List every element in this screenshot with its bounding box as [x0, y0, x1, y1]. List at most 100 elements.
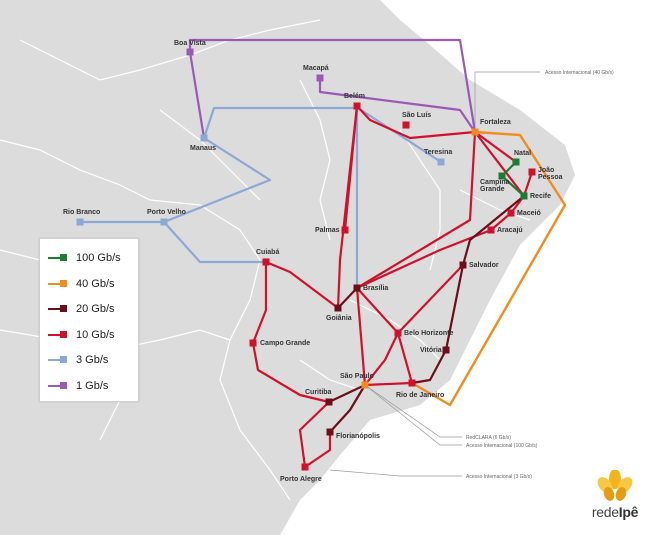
label-fortaleza: Fortaleza — [480, 119, 511, 126]
legend-box — [60, 381, 67, 389]
legend-label: 3 Gb/s — [76, 354, 109, 366]
redeipe-logo: redeIpê — [580, 469, 650, 525]
link-vitoria-riodejaneiro — [411, 349, 447, 385]
link-portovelho-cuiaba — [163, 221, 266, 264]
redclara-leader — [364, 384, 462, 438]
node-belohorizonte — [394, 329, 402, 337]
node-portoalegre — [301, 463, 309, 471]
link-belohorizonte-riodejaneiro — [396, 332, 414, 384]
map-land — [0, 0, 575, 535]
link-cuiaba-campogrande — [251, 262, 268, 344]
redclara-note: RedCLARA (6 Gb/s) — [466, 435, 511, 441]
intl-saopaulo-note: Acesso Internacional (100 Gb/s) — [466, 443, 538, 449]
link-belohorizonte-saopaulo — [364, 332, 399, 386]
label-natal: Natal — [514, 150, 531, 157]
intl-saopaulo-leader — [364, 384, 462, 446]
link-saopaulo-riodejaneiro — [364, 381, 413, 387]
legend-box — [60, 305, 67, 312]
link-saopaulo-curitiba — [328, 384, 366, 403]
link-macapa-fortaleza — [318, 78, 476, 133]
node-cuiaba — [262, 258, 270, 266]
network-nodes — [76, 48, 536, 471]
link-fortaleza-recife — [474, 131, 525, 197]
legend-label: 20 Gb/s — [76, 303, 115, 315]
legend-swatch-10 — [48, 329, 68, 341]
node-joaopessoa — [528, 168, 536, 176]
node-vitoria — [442, 346, 450, 354]
link-salvador-belohorizonte — [397, 264, 464, 334]
node-recife — [520, 192, 528, 200]
link-florianopolis-portoalegre — [304, 432, 332, 468]
network-links — [80, 38, 567, 468]
node-teresina — [437, 158, 445, 166]
node-campogrande — [249, 339, 257, 347]
legend-line — [48, 359, 62, 361]
label-cuiaba: Cuiabá — [256, 249, 279, 256]
label-recife: Recife — [530, 193, 551, 200]
node-aracaju — [487, 226, 495, 234]
node-macapa — [316, 74, 324, 82]
node-fortaleza — [471, 128, 479, 136]
node-belem — [353, 102, 361, 110]
legend-item-3: 3 Gb/s — [40, 349, 138, 371]
node-saoluis — [402, 121, 410, 129]
node-manaus — [200, 134, 208, 142]
ocean-island — [0, 520, 60, 535]
link-salvador-vitoria — [444, 264, 465, 351]
node-portovelho — [160, 218, 168, 226]
link-salvador-recife — [461, 195, 525, 266]
legend-box — [60, 330, 67, 338]
label-saopaulo: São Paulo — [340, 373, 374, 380]
node-boavista — [186, 48, 194, 56]
label-saoluis: São Luís — [402, 112, 431, 119]
label-belem: Belém — [344, 93, 365, 100]
south-america-landmass — [0, 0, 575, 535]
logo-bold: Ipê — [618, 504, 639, 520]
node-curitiba — [325, 398, 333, 406]
legend-item-1: 1 Gb/s — [40, 375, 138, 397]
speed-legend: 100 Gb/s 40 Gb/s 20 Gb/s 10 Gb/s 3 Gb/s 1 Gb/… — [39, 238, 139, 402]
legend-swatch-100 — [48, 252, 68, 264]
label-palmas: Palmas — [315, 227, 340, 234]
legend-item-40: 40 Gb/s — [40, 273, 138, 295]
node-riobranco — [76, 218, 84, 226]
legend-box — [60, 356, 67, 363]
link-fortaleza-brasilia — [356, 131, 477, 289]
node-florianopolis — [326, 428, 334, 436]
node-palmas — [341, 226, 349, 234]
link-campinagrande-recife — [501, 175, 525, 197]
node-natal — [512, 158, 520, 166]
legend-box — [60, 254, 67, 261]
label-campogrande: Campo Grande — [260, 340, 310, 347]
node-saopaulo — [361, 381, 369, 389]
link-manaus-portovelho — [163, 137, 272, 224]
label-teresina: Teresina — [424, 149, 452, 156]
label-belohorizonte: Belo Horizonte — [404, 330, 453, 337]
label-aracaju: Aracajú — [497, 227, 523, 234]
node-riodejaneiro — [408, 379, 416, 387]
external-access-notes: Acesso Internacional (40 Gb/s) RedCLARA … — [329, 70, 614, 480]
link-brasilia-saopaulo — [355, 287, 367, 386]
label-macapa: Macapá — [303, 65, 329, 72]
ipe-flower-icon — [597, 469, 633, 501]
link-brasilia-belohorizonte — [356, 287, 399, 334]
legend-swatch-20 — [48, 303, 68, 315]
legend-line — [48, 282, 62, 285]
label-riodejaneiro: Rio de Janeiro — [396, 392, 444, 399]
node-campinagrande — [498, 172, 506, 180]
legend-label: 100 Gb/s — [76, 252, 121, 264]
label-salvador: Salvador — [469, 262, 499, 269]
legend-swatch-3 — [48, 354, 68, 366]
label-curitiba: Curitiba — [305, 389, 332, 396]
legend-label: 10 Gb/s — [76, 328, 115, 341]
label-brasilia: Brasília — [363, 285, 388, 292]
link-belem-fortaleza — [356, 105, 476, 140]
label-florianopolis: Florianópolis — [336, 433, 380, 440]
link-boavista-manaus — [188, 51, 206, 139]
legend-item-20: 20 Gb/s — [40, 298, 138, 320]
